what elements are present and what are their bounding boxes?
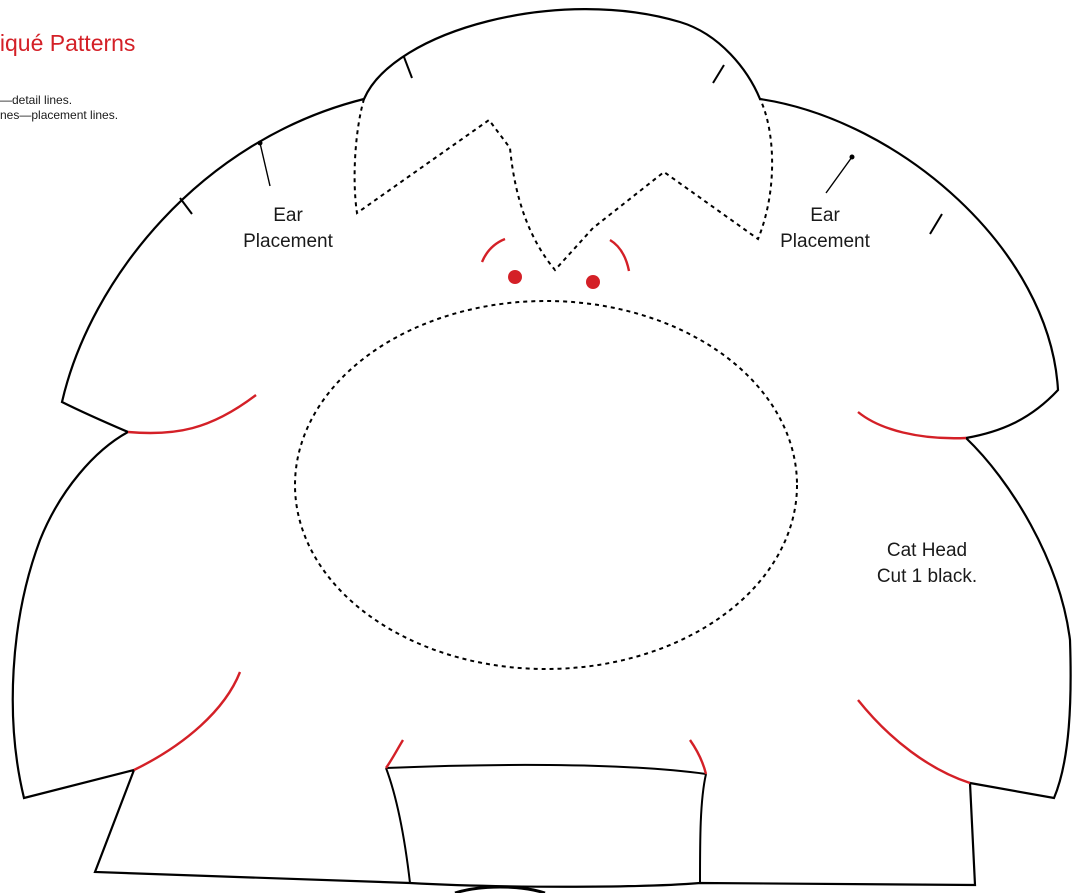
tick-mark	[929, 213, 943, 235]
ear-placement-right-label: Ear Placement	[765, 203, 885, 255]
fur-detail	[127, 394, 257, 435]
forehead-placement-line	[353, 98, 774, 272]
legend-placement-lines: nes—placement lines.	[0, 108, 119, 122]
legend-detail-lines: —detail lines.	[0, 93, 73, 107]
leader-line	[825, 156, 853, 194]
eyebrow-detail	[480, 237, 506, 263]
leader-line	[259, 142, 271, 187]
piece-label: Cat Head Cut 1 black.	[852, 538, 1002, 590]
eye-dot	[586, 275, 600, 289]
fur-detail	[385, 739, 405, 769]
bottom-edge-line	[454, 885, 546, 893]
page-title: pliqué Patterns	[0, 30, 136, 56]
bottom-edge-line	[385, 763, 707, 775]
leader-dot	[849, 154, 855, 160]
face-placement-oval	[294, 300, 798, 670]
tick-mark	[403, 56, 413, 79]
leader-dot	[257, 140, 263, 146]
cat-head-outline	[11, 8, 1072, 888]
fur-detail	[133, 671, 242, 772]
tick-mark	[712, 64, 725, 84]
bottom-edge-line	[385, 767, 411, 884]
fur-detail	[689, 739, 708, 775]
piece-name: Cat Head	[886, 540, 968, 561]
tick-mark	[179, 197, 193, 215]
bottom-edge-line	[699, 773, 707, 884]
fur-detail	[857, 699, 971, 785]
eye-dot	[508, 270, 522, 284]
placement-word: Placement	[243, 231, 333, 252]
ear-word: Ear	[810, 205, 840, 226]
ear-placement-left-label: Ear Placement	[228, 203, 348, 255]
fur-detail	[857, 411, 967, 440]
ear-word: Ear	[273, 205, 303, 226]
eyebrow-detail	[609, 238, 631, 272]
cut-instruction: Cut 1 black.	[876, 566, 978, 587]
placement-word: Placement	[780, 231, 870, 252]
